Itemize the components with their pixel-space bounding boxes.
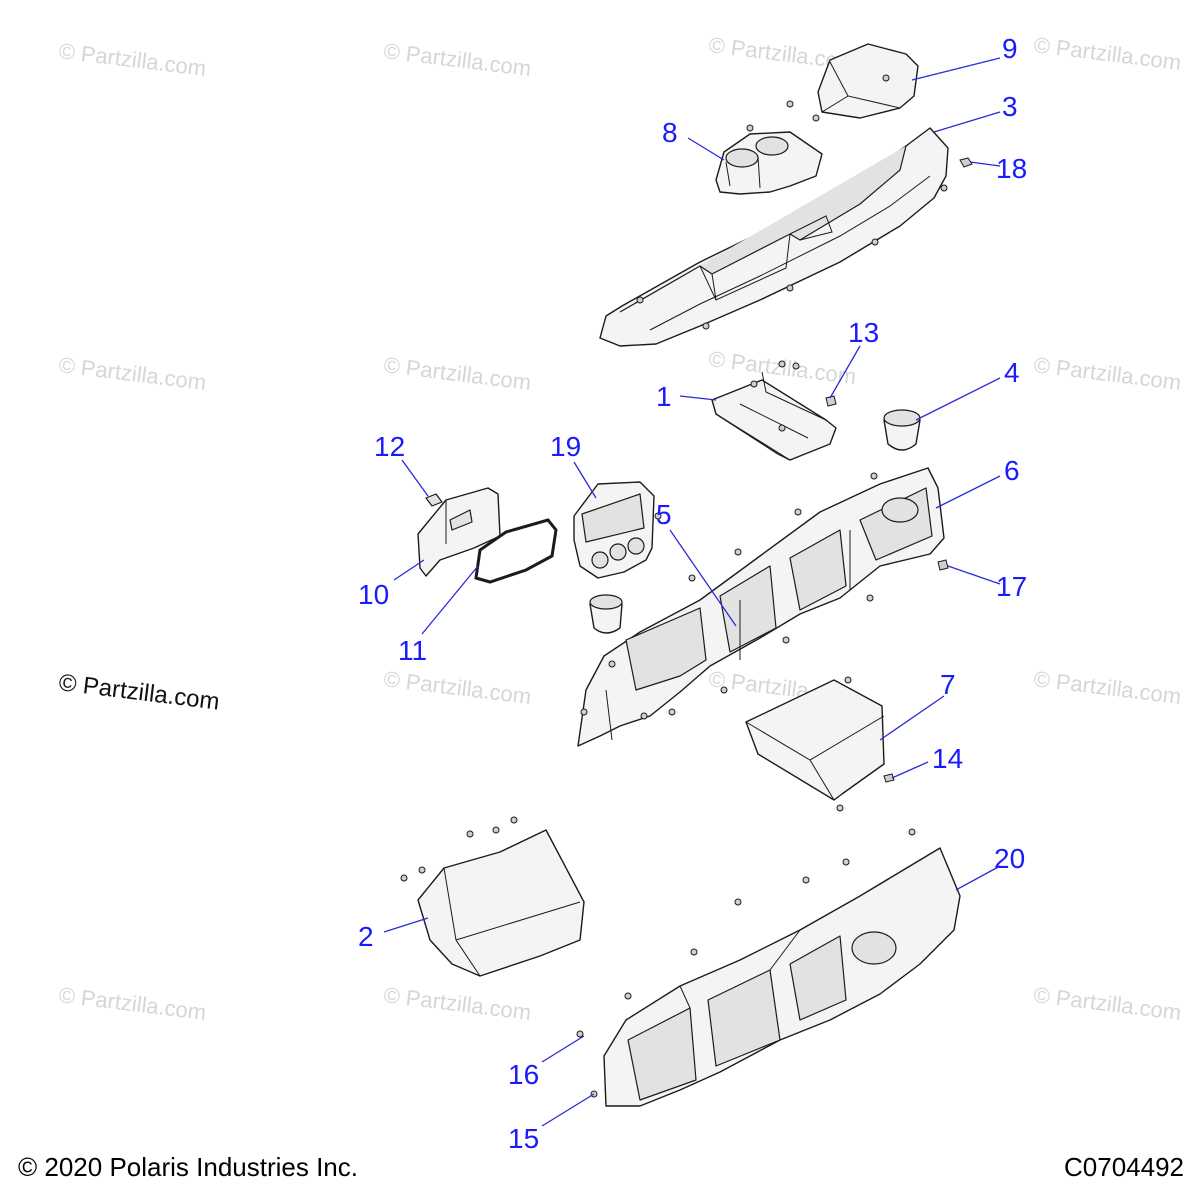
watermark: © Partzilla.com [57,38,207,81]
part-3-center-console [599,127,949,347]
callout-17[interactable]: 17 [996,571,1027,602]
callout-3[interactable]: 3 [1002,91,1018,122]
part-18-fastener [959,157,973,168]
part-11-seal [474,518,558,584]
callout-13[interactable]: 13 [848,317,879,348]
callout-11[interactable]: 11 [398,635,427,666]
part-7-storage-box [745,676,885,812]
part-20-lower-dash [576,828,961,1107]
callout-6[interactable]: 6 [1004,455,1020,486]
callout-12[interactable]: 12 [374,431,405,462]
watermark: © Partzilla.com [1032,32,1182,75]
callout-9[interactable]: 9 [1002,33,1018,64]
watermark: © Partzilla.com [382,982,532,1025]
part-4-cup-holder [883,409,921,451]
callout-1[interactable]: 1 [656,381,672,412]
callout-5[interactable]: 5 [656,499,672,530]
leader-lines [383,57,1001,1127]
callout-20[interactable]: 20 [994,843,1025,874]
part-8-cup-holder-tray [715,124,823,195]
part-9-cover [786,43,919,122]
watermark: © Partzilla.com [382,666,532,709]
watermark: © Partzilla.com [57,982,207,1025]
callout-18[interactable]: 18 [996,153,1027,184]
watermark: © Partzilla.com [1032,666,1182,709]
copyright-text: © 2020 Polaris Industries Inc. [18,1152,358,1182]
part-5-cup-insert [589,594,623,634]
watermark: © Partzilla.com [382,352,532,395]
part-14-fastener [883,773,895,783]
callout-14[interactable]: 14 [932,743,963,774]
watermark: © Partzilla.com [1032,982,1182,1025]
diagram-code: C0704492 [1064,1152,1184,1182]
watermark-main: © Partzilla.com [57,669,221,716]
watermark: © Partzilla.com [382,38,532,81]
callout-16[interactable]: 16 [508,1059,539,1090]
part-17-fastener [937,559,949,571]
callout-2[interactable]: 2 [358,921,374,952]
callouts: 1 2 3 4 5 6 7 8 9 10 11 12 13 14 15 16 1… [358,33,1027,1154]
callout-19[interactable]: 19 [550,431,581,462]
watermark: © Partzilla.com [57,352,207,395]
part-2-glovebox-bin [400,816,585,977]
callout-8[interactable]: 8 [662,117,678,148]
watermark: © Partzilla.com [707,346,857,389]
watermark: © Partzilla.com [1032,352,1182,395]
part-12-latch [425,493,443,507]
part-19-switch-panel [573,481,662,579]
callout-7[interactable]: 7 [940,669,956,700]
part-1-bracket [711,360,837,461]
callout-4[interactable]: 4 [1004,357,1020,388]
part-6-dash-panel [577,467,948,747]
callout-10[interactable]: 10 [358,579,389,610]
callout-15[interactable]: 15 [508,1123,539,1154]
part-10-glovebox-door [417,487,501,577]
